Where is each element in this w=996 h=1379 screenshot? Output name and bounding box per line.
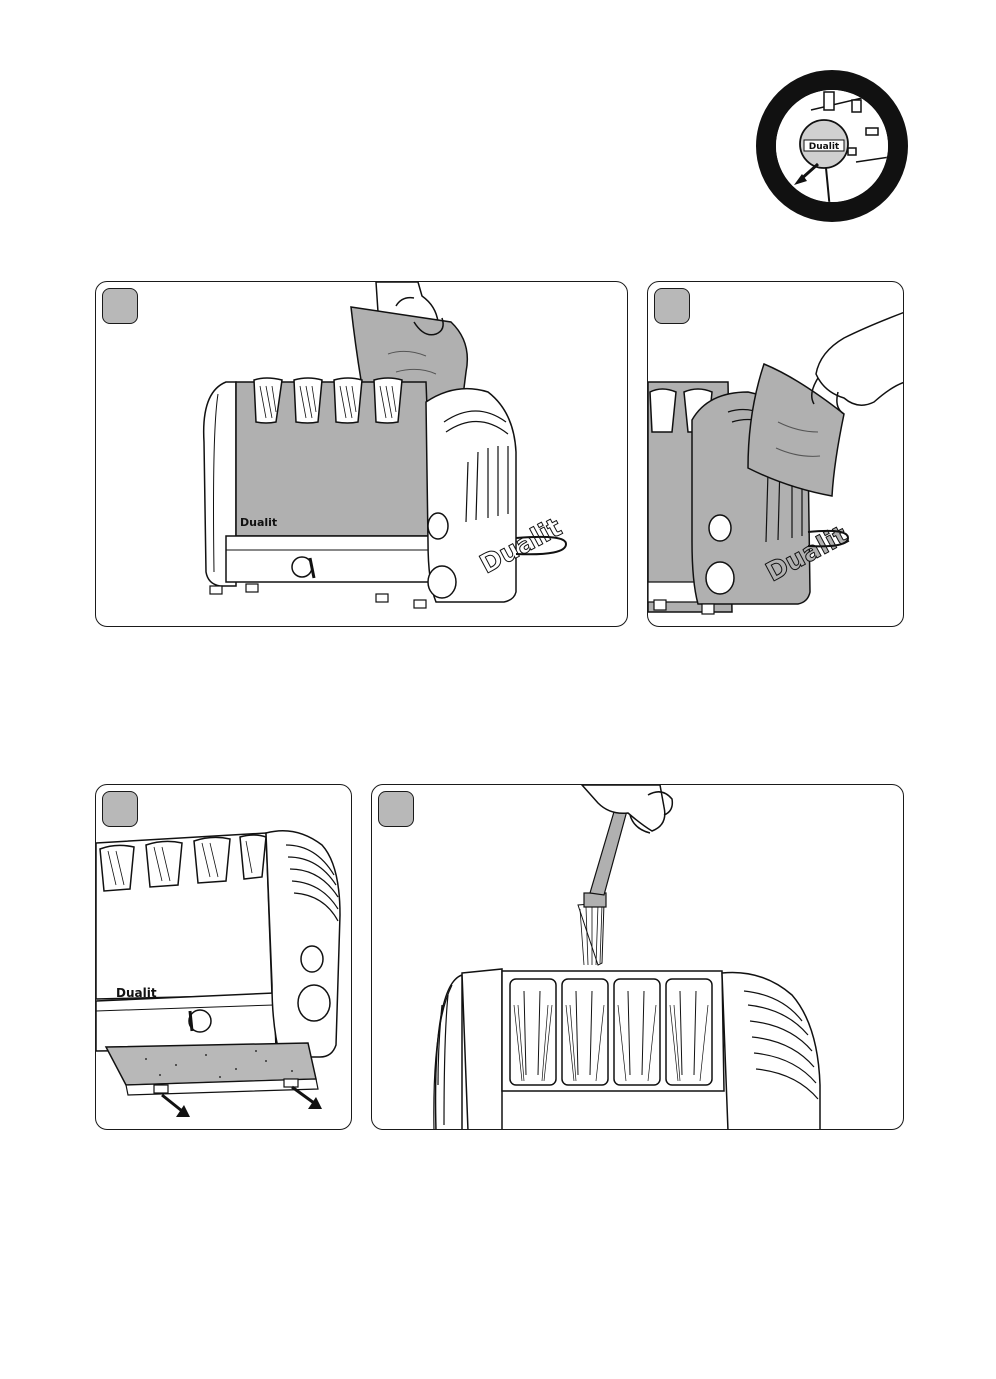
toaster-logo: Dualit [240,516,277,529]
crumb-tray-removal-illustration: Dualit [96,785,352,1130]
brush-slots-illustration [372,785,904,1130]
toaster-wipe-side-illustration: Dualit [648,282,904,627]
step-badge-3 [102,791,138,827]
unplug-icon: Dualit [756,70,908,222]
plug-logo: Dualit [809,142,840,152]
step-panel-2: Dualit [647,281,904,627]
step-panel-1: Dualit Dualit [95,281,628,627]
unplug-inset: Dualit [756,70,908,222]
step-badge-2 [654,288,690,324]
toaster-wipe-front-illustration: Dualit Dualit [96,282,628,627]
step-badge-1 [102,288,138,324]
step-panel-3: Dualit [95,784,352,1130]
step-badge-4 [378,791,414,827]
step-panel-4 [371,784,904,1130]
